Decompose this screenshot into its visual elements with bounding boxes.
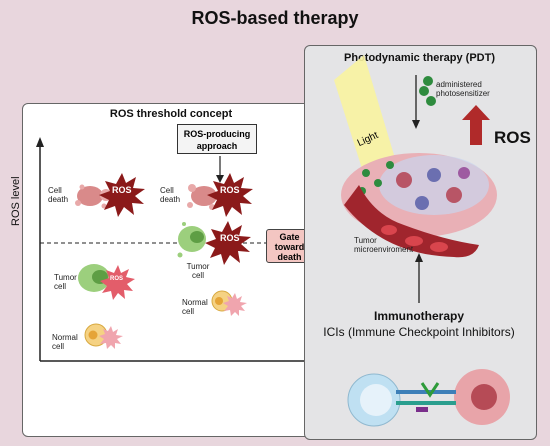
ros-burst-3 [205,221,251,265]
ros-producing-box: ROS-producing approach [177,124,257,154]
blood-vessel [344,185,479,258]
normal-cell-label-2: Normal cell [182,298,208,316]
burst-text-4: ROS [110,276,124,282]
ros-burst-4 [100,265,135,300]
producing-arrow [216,175,224,183]
ros-threshold-panel [22,103,322,437]
tumor-microenvironment-label: Tumor microenviroment [354,236,414,254]
page-title: ROS-based therapy [191,8,359,28]
ici-label: ICIs (Immune Checkpoint Inhibitors) [323,325,515,339]
left-panel-title: ROS threshold concept [109,108,233,120]
ros-up-arrow [462,105,490,145]
photosensitizer-label: administered photosensitizer [436,80,490,98]
ros-axis-label: ROS level [10,176,22,226]
ros-burst-6 [99,326,123,349]
pdt-diagram [334,55,510,427]
ros-burst-1 [99,173,145,217]
burst-text-1: ROS [112,185,132,195]
cell-death-label-2: Cell death [160,186,181,204]
y-axis-arrowhead [36,137,44,147]
threshold-diagram [36,137,312,362]
burst-text-2: ROS [220,185,240,195]
tumor-cell-label-2: Tumor cell [186,262,210,280]
tumor-cell-low [78,264,110,292]
light-beam [334,55,394,175]
antibody-icon [420,382,440,398]
pdt-title: Photodynamic therapy (PDT) [344,52,495,64]
photosensitizer-arrow [412,120,420,129]
normal-cell-label-1: Normal cell [52,333,78,351]
dead-cell-2 [187,184,217,210]
burst-text-3: ROS [220,233,240,243]
cell-death-label-1: Cell death [48,186,69,204]
tumor-cell-threshold [177,222,206,258]
ros-label: ROS [494,128,531,147]
immunotherapy-label: Immunotherapy [373,309,464,323]
ros-burst-5 [223,293,247,316]
immunotherapy-arrow [415,253,423,262]
photosensitizer-dot [423,76,433,86]
ros-burst-2 [207,173,253,217]
tumor-cell-label-1: Tumor cell [54,273,77,291]
